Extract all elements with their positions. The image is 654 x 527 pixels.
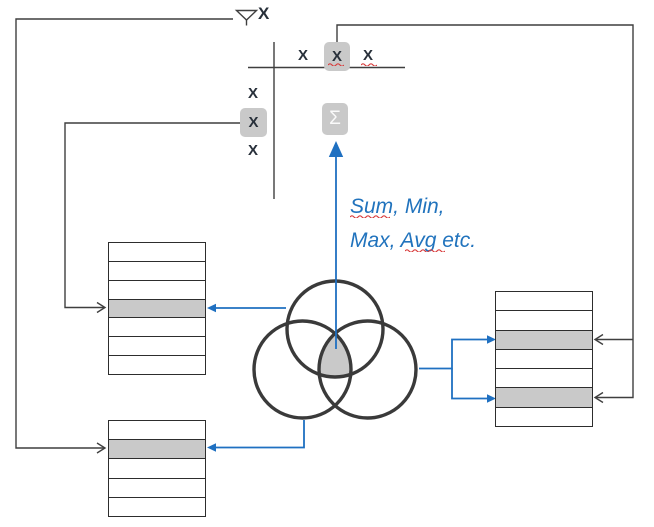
table-row — [109, 318, 205, 338]
highlighted-row-chip: X — [240, 108, 267, 137]
table-row — [109, 459, 205, 479]
arrowhead-left-icon — [593, 333, 604, 346]
venn-right-connector — [419, 338, 488, 370]
venn-circle-left — [252, 319, 353, 420]
pivot-row-label-1: X — [247, 85, 258, 102]
filter-icon — [234, 9, 259, 26]
arrowhead-right-icon — [96, 301, 107, 314]
sigma-symbol: Σ — [329, 108, 341, 129]
table-row — [109, 262, 205, 281]
pivot-row-label-2: X — [248, 114, 259, 131]
spellcheck-squiggle — [350, 215, 390, 218]
table-row — [496, 408, 592, 426]
venn-diagram — [252, 279, 418, 420]
row-connector — [64, 122, 242, 309]
left-table — [108, 242, 206, 375]
bottom-left-table — [108, 420, 206, 517]
pivot-column-label-3: X — [362, 47, 373, 64]
pivot-column-label-1: X — [297, 47, 308, 64]
table-row — [496, 350, 592, 370]
annotation-line-2: Max, Avg etc. — [350, 229, 477, 252]
table-row-highlighted — [496, 388, 592, 408]
table-row — [496, 369, 592, 389]
spellcheck-squiggle — [405, 249, 445, 252]
arrowhead-left-icon — [207, 303, 216, 313]
table-row — [109, 479, 205, 498]
pivot-row-label-3: X — [247, 142, 258, 159]
filter-field-label: X — [258, 4, 270, 23]
venn-circle-right — [317, 319, 418, 420]
table-row — [109, 281, 205, 300]
column-connector — [336, 24, 634, 399]
table-row-highlighted — [109, 299, 205, 319]
arrowhead-right-icon — [96, 442, 107, 454]
spellcheck-squiggle — [328, 63, 344, 66]
spellcheck-squiggle — [361, 63, 377, 66]
table-row — [496, 292, 592, 312]
table-row-highlighted — [109, 440, 205, 460]
table-row — [109, 498, 205, 516]
venn-bottom-connector — [215, 420, 305, 449]
filter-connector — [15, 18, 233, 449]
table-row-highlighted — [496, 330, 592, 350]
table-row — [496, 311, 592, 331]
highlighted-column-chip: X — [324, 42, 350, 71]
venn-right-connector-branch — [451, 368, 488, 400]
sigma-chip: Σ — [322, 103, 348, 135]
annotation-line-1: Sum, Min, — [350, 195, 445, 218]
aggregate-arrow — [328, 141, 344, 349]
pivot-column-label-2: X — [331, 48, 342, 65]
table-row — [109, 337, 205, 357]
arrowhead-right-icon — [487, 335, 496, 344]
aggregate-annotation: Sum, Min, Max, Avg etc. — [350, 190, 476, 258]
table-row — [109, 356, 205, 374]
table-row — [109, 421, 205, 441]
venn-circle-top — [285, 279, 385, 379]
arrowhead-right-icon — [487, 394, 496, 403]
right-table — [495, 291, 593, 427]
arrowhead-left-icon — [207, 443, 216, 452]
arrowhead-left-icon — [593, 391, 604, 404]
table-row — [109, 243, 205, 262]
